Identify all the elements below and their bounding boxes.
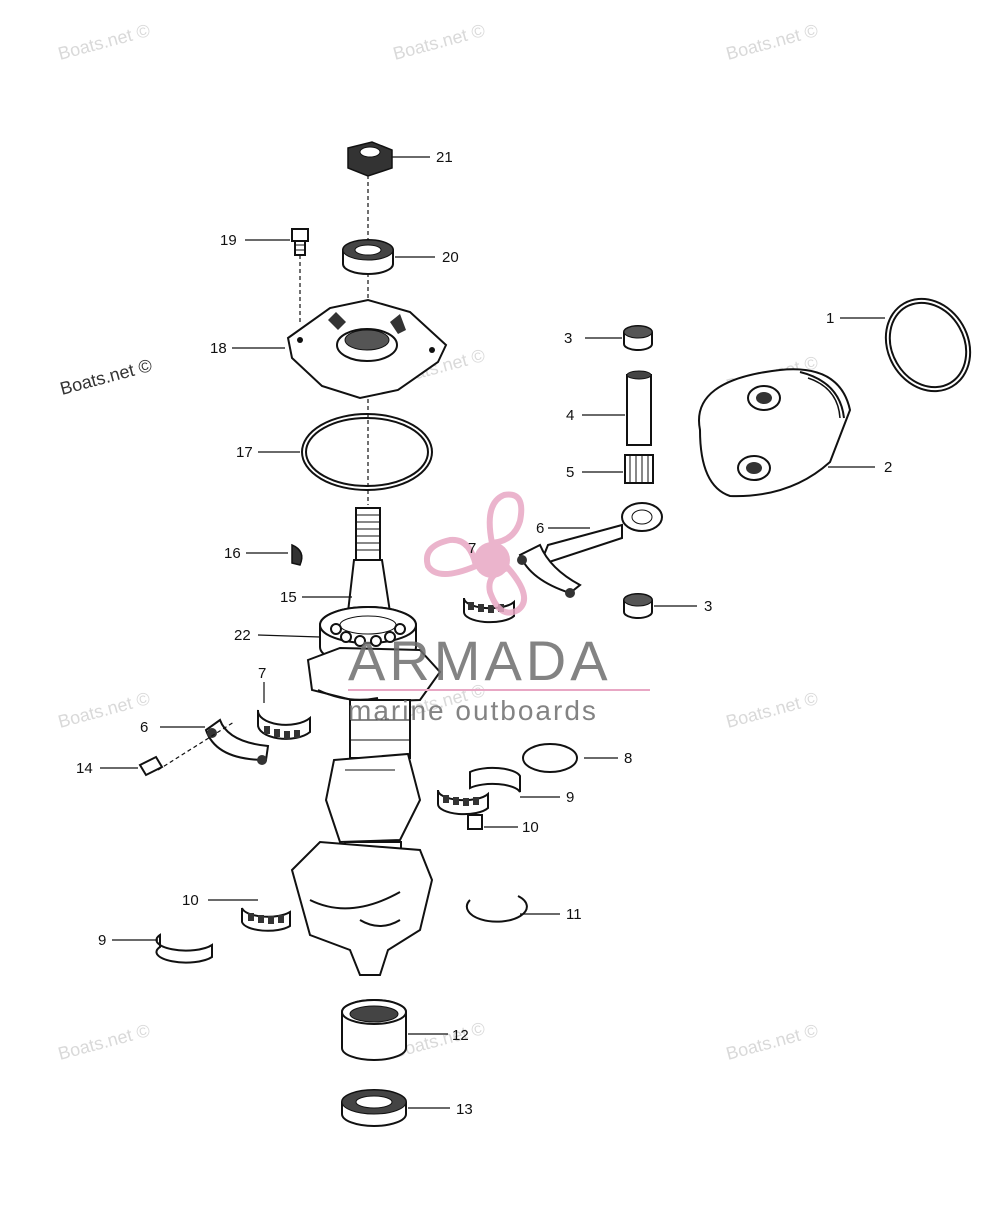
callout-1: 1 [826, 310, 834, 327]
seal-icon [342, 239, 394, 275]
screw-icon [291, 228, 309, 256]
callout-2: 2 [884, 459, 892, 476]
rod-cap-icon [204, 718, 270, 765]
callout-12: 12 [452, 1027, 469, 1044]
o-ring-icon [301, 413, 433, 491]
callout-7-center: 7 [468, 540, 476, 557]
callout-9-left: 9 [98, 932, 106, 949]
retaining-ring-icon [465, 895, 528, 923]
callout-11: 11 [566, 906, 582, 923]
bearing-race-icon [155, 933, 213, 964]
screw-icon [138, 755, 164, 777]
nut-icon [347, 141, 393, 177]
callout-labels: 21 19 20 18 17 16 15 22 7 6 14 10 9 1 3 … [76, 149, 892, 1118]
callout-4: 4 [566, 407, 574, 424]
callout-8: 8 [624, 750, 632, 767]
watermark: Boats.net © [724, 688, 820, 732]
brand-tagline: marine outboards [348, 695, 598, 726]
callout-13: 13 [456, 1101, 473, 1118]
callout-21: 21 [436, 149, 453, 166]
bearing-icon [436, 789, 489, 830]
watermark: Boats.net © [56, 20, 152, 64]
connecting-rod-icon [517, 502, 663, 598]
needle-cage-icon [624, 454, 654, 484]
callout-9-right: 9 [566, 789, 574, 806]
brand-logo [424, 491, 528, 616]
roller-bearing-icon [341, 999, 407, 1061]
callout-16: 16 [224, 545, 241, 562]
piston-ring-icon [884, 297, 972, 393]
bushing-icon [623, 325, 653, 351]
watermark: Boats.net © [391, 20, 487, 64]
callout-22: 22 [234, 627, 251, 644]
bearing-housing-icon [286, 298, 448, 400]
callout-5: 5 [566, 464, 574, 481]
seal-icon [341, 1089, 407, 1127]
callout-10-left: 10 [182, 892, 199, 909]
callout-19: 19 [220, 232, 237, 249]
retaining-ring-icon [522, 743, 578, 773]
callout-10-right: 10 [522, 819, 539, 836]
callout-3-bottom: 3 [704, 598, 712, 615]
bearing-icon [241, 907, 291, 932]
woodruff-key-icon [291, 543, 303, 566]
crankshaft-icon [290, 507, 442, 976]
callout-3-top: 3 [564, 330, 572, 347]
watermark: Boats.net © [56, 1020, 152, 1064]
piston-pin-icon [626, 370, 652, 446]
callout-6-left: 6 [140, 719, 148, 736]
callout-7-left: 7 [258, 665, 266, 682]
watermark: Boats.net © [56, 688, 152, 732]
bushing-icon [623, 593, 653, 619]
callout-15: 15 [280, 589, 297, 606]
propeller-icon [474, 542, 510, 578]
callout-6-right: 6 [536, 520, 544, 537]
watermark: Boats.net © [724, 20, 820, 64]
bearing-icon [462, 597, 515, 624]
callout-20: 20 [442, 249, 459, 266]
bearing-icon [256, 709, 311, 740]
bearing-race-icon [469, 766, 521, 796]
watermark: Boats.net © [724, 1020, 820, 1064]
callout-14: 14 [76, 760, 93, 777]
callout-18: 18 [210, 340, 227, 357]
piston-icon [698, 368, 852, 498]
watermark: Boats.net © [58, 355, 154, 399]
brand-name: ARMADA [348, 629, 612, 692]
callout-17: 17 [236, 444, 253, 461]
